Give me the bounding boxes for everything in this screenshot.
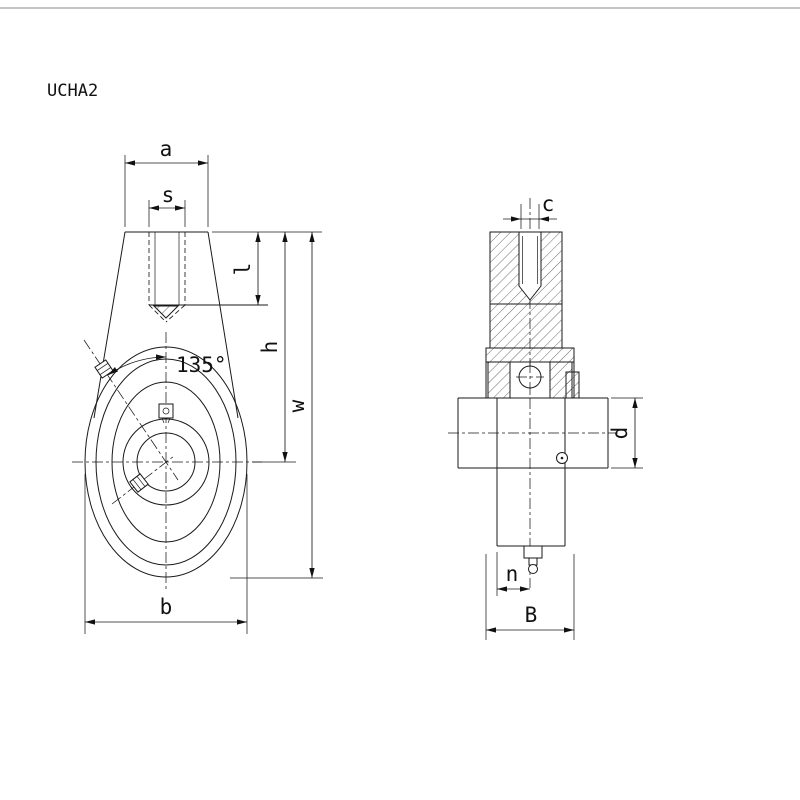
- dim-l-label: l: [231, 263, 255, 276]
- dim-s-label: s: [162, 183, 175, 207]
- front-housing-outline: [84, 231, 248, 578]
- grease-nipple-base: [523, 545, 543, 559]
- dim-b: b: [84, 474, 248, 634]
- dim-b-label: b: [160, 595, 173, 619]
- dim-B-label: B: [525, 603, 538, 627]
- dim-a-label: a: [160, 137, 173, 161]
- front-centerlines: [72, 332, 262, 592]
- dim-w-label: w: [285, 399, 309, 412]
- side-hanger-column: [489, 231, 563, 349]
- dim-d: d: [608, 397, 643, 469]
- front-view: 135° a s l h: [72, 137, 323, 634]
- dim-a: a: [124, 137, 209, 227]
- dim-s: s: [148, 183, 186, 227]
- grease-nipple-ball-icon: [528, 564, 538, 574]
- dim-c: c: [503, 192, 557, 229]
- side-shaft: [457, 397, 609, 469]
- dim-B: B: [485, 554, 575, 640]
- dim-h-label: h: [258, 341, 282, 354]
- dim-w: w: [230, 232, 323, 579]
- set-screw-upper-icon: [94, 359, 114, 379]
- dim-n: n: [496, 552, 530, 596]
- part-number-label: UCHA2: [47, 81, 98, 101]
- side-view: c d n B: [448, 192, 643, 640]
- dim-l: l: [231, 232, 261, 305]
- dim-h: h: [252, 232, 296, 463]
- side-bearing-section: [485, 347, 580, 399]
- set-screw-lower-icon: [129, 473, 149, 493]
- angle-label: 135°: [176, 353, 227, 377]
- locking-collar: [565, 371, 580, 399]
- grease-fitting-front: [158, 403, 174, 424]
- side-lower-housing: [496, 452, 568, 574]
- front-threaded-hole: [148, 232, 268, 323]
- angle-callout: 135°: [107, 353, 227, 377]
- dim-c-label: c: [542, 192, 555, 216]
- dim-n-label: n: [506, 562, 519, 586]
- dim-d-label: d: [608, 427, 632, 440]
